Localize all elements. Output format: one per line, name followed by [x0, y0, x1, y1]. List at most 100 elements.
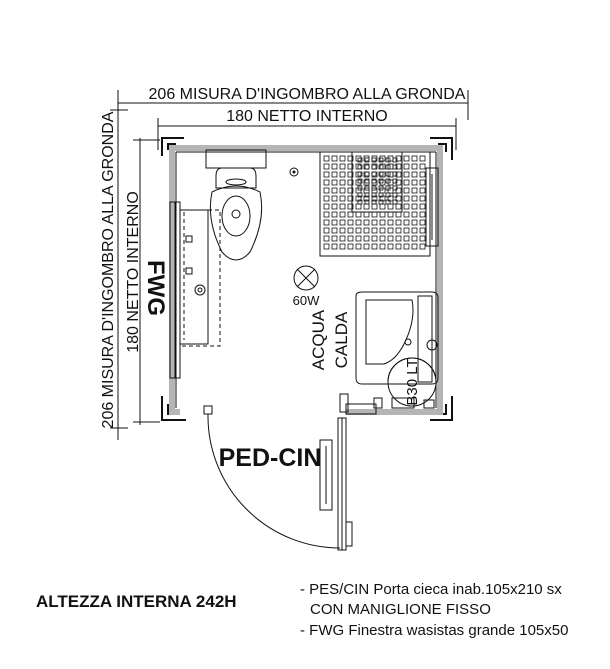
grid-cell [363, 227, 370, 234]
grid-cell [378, 178, 384, 184]
grid-cell [339, 195, 346, 202]
grid-cell [347, 211, 354, 218]
grid-cell [385, 192, 391, 198]
grid-cell [411, 235, 418, 242]
overall-depth-label: 206 MISURA D'INGOMBRO ALLA GRONDA [100, 111, 117, 428]
grid-cell [371, 192, 377, 198]
grid-cell [403, 171, 410, 178]
grid-cell [395, 243, 402, 250]
grid-cell [403, 195, 410, 202]
grid-cell [379, 211, 386, 218]
grid-cell [355, 203, 362, 210]
grid-cell [379, 179, 386, 186]
overall-depth-dimension: 206 MISURA D'INGOMBRO ALLA GRONDA [100, 109, 128, 440]
grid-cell [371, 195, 378, 202]
grid-cell [411, 243, 418, 250]
grid-cell [347, 187, 354, 194]
door-frame [203, 393, 435, 415]
grid-cell [385, 157, 391, 163]
grid-cell [363, 235, 370, 242]
grid-cell [419, 179, 426, 186]
grid-cell [355, 187, 362, 194]
grid-cell [419, 203, 426, 210]
grid-cell [379, 187, 386, 194]
boiler: B30 LT [387, 357, 437, 407]
grid-cell [385, 178, 391, 184]
grid-cell [392, 178, 398, 184]
grid-cell [347, 203, 354, 210]
window-note: - FWG Finestra wasistas grande 105x50 [300, 622, 568, 639]
grid-cell [371, 235, 378, 242]
grid-cell [339, 227, 346, 234]
grid-cell [403, 155, 410, 162]
grid-cell [419, 211, 426, 218]
grid-cell [387, 187, 394, 194]
grid-cell [387, 179, 394, 186]
grid-cell [331, 243, 338, 250]
shower-tray [319, 151, 439, 257]
grid-cell [387, 227, 394, 234]
grid-cell [411, 163, 418, 170]
grid-cell [347, 155, 354, 162]
grid-cell [379, 195, 386, 202]
grid-cell [331, 235, 338, 242]
grid-cell [395, 211, 402, 218]
grid-cell [419, 163, 426, 170]
grid-cell [371, 227, 378, 234]
internal-height-label: ALTEZZA INTERNA 242H [36, 592, 237, 611]
grid-cell [355, 155, 362, 162]
grid-cell [323, 179, 330, 186]
grid-cell [339, 163, 346, 170]
grid-cell [395, 187, 402, 194]
grid-cell [411, 187, 418, 194]
grid-cell [379, 227, 386, 234]
grid-cell [395, 195, 402, 202]
grid-cell [364, 157, 370, 163]
door-ped-cin: PED-CIN [207, 413, 353, 551]
grid-cell [323, 155, 330, 162]
grid-cell [403, 203, 410, 210]
door-note-line2: CON MANIGLIONE FISSO [310, 601, 491, 618]
grid-cell [395, 219, 402, 226]
grid-cell [339, 187, 346, 194]
grid-cell [411, 203, 418, 210]
grid-cell [419, 195, 426, 202]
grid-cell [395, 203, 402, 210]
grid-cell [355, 219, 362, 226]
grid-cell [331, 155, 338, 162]
grid-cell [419, 171, 426, 178]
grid-cell [347, 195, 354, 202]
grid-cell [363, 211, 370, 218]
grid-cell [387, 235, 394, 242]
grid-cell [331, 187, 338, 194]
grid-cell [379, 235, 386, 242]
grid-cell [371, 211, 378, 218]
grid-cell [392, 164, 398, 170]
window-label: FWG [142, 260, 169, 316]
grid-cell [387, 155, 394, 162]
interior-walls [169, 145, 443, 415]
grid-cell [363, 203, 370, 210]
grid-cell [403, 227, 410, 234]
grid-cell [331, 195, 338, 202]
grid-cell [339, 235, 346, 242]
grid-cell [387, 243, 394, 250]
grid-cell [363, 195, 370, 202]
grid-cell [323, 195, 330, 202]
grid-cell [378, 164, 384, 170]
grid-cell [411, 211, 418, 218]
grid-cell [419, 243, 426, 250]
grid-cell [379, 155, 386, 162]
grid-cell [419, 219, 426, 226]
grid-cell [379, 219, 386, 226]
grid-cell [339, 211, 346, 218]
grid-cell [355, 179, 362, 186]
grid-cell [347, 243, 354, 250]
shower-seat [357, 157, 398, 205]
grid-cell [331, 219, 338, 226]
grid-cell [395, 155, 402, 162]
grid-cell [379, 203, 386, 210]
lamp-label: 60W [293, 293, 320, 308]
grid-cell [331, 179, 338, 186]
grid-cell [357, 164, 363, 170]
